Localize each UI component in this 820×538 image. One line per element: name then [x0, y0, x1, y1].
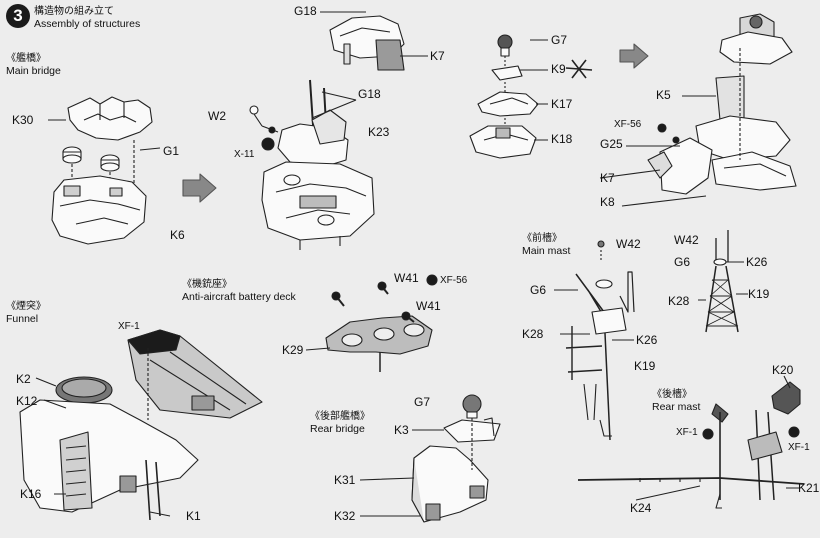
part-label-k28-main: K28 — [522, 327, 544, 341]
part-label-k18: K18 — [551, 132, 573, 146]
part-label-k16: K16 — [20, 487, 42, 501]
part-label-k9: K9 — [551, 62, 566, 76]
part-label-xf1-funnel: XF-1 — [118, 321, 140, 332]
section-main-mast: 《前檣》 Main mast — [522, 233, 571, 257]
part-label-k30: K30 — [12, 113, 34, 127]
section-main-bridge: 《艦橋》 Main bridge — [6, 53, 61, 77]
part-label-k26-right: K26 — [746, 255, 768, 269]
part-label-k28-right: K28 — [668, 294, 690, 308]
part-label-k2: K2 — [16, 372, 31, 386]
part-label-k12: K12 — [16, 394, 38, 408]
aa-deck-exploded — [305, 274, 438, 372]
part-label-xf1-rear-right: XF-1 — [788, 442, 810, 453]
part-label-k20: K20 — [772, 363, 794, 377]
step-title: 構造物の組み立て Assembly of structures — [34, 6, 140, 30]
part-label-k7-top: K7 — [430, 49, 445, 63]
part-label-w2: W2 — [208, 109, 226, 123]
part-label-k32: K32 — [334, 509, 356, 523]
part-k30-shape — [67, 96, 153, 141]
section-rear-mast: 《後檣》 Rear mast — [652, 389, 701, 413]
part-label-g6-right: G6 — [674, 255, 691, 269]
part-label-w41-top: W41 — [394, 271, 419, 285]
main-mast-exploded — [554, 240, 635, 441]
section-funnel: 《煙突》 Funnel — [6, 301, 46, 325]
part-label-k23: K23 — [368, 125, 390, 139]
part-label-w42-main: W42 — [616, 237, 641, 251]
part-label-k7-right: K7 — [600, 171, 615, 185]
director-exploded — [469, 34, 593, 159]
part-label-x11: X-11 — [234, 149, 255, 160]
part-label-k8: K8 — [600, 195, 615, 209]
part-label-g18-mid: G18 — [358, 87, 381, 101]
step-title-jp: 構造物の組み立て — [34, 6, 114, 17]
part-label-k19-right: K19 — [748, 287, 770, 301]
section-rear-bridge: 《後部艦橋》 Rear bridge — [310, 411, 370, 435]
rear-bridge-exploded — [359, 394, 501, 523]
part-label-k29: K29 — [282, 343, 304, 357]
part-label-g25: G25 — [600, 137, 623, 151]
part-label-w42-right: W42 — [674, 233, 699, 247]
part-label-k21: K21 — [798, 481, 820, 495]
part-label-k19-main: K19 — [634, 359, 656, 373]
part-label-g6-main: G6 — [530, 283, 547, 297]
part-label-xf56-top: XF-56 — [614, 119, 642, 130]
part-label-k3: K3 — [394, 423, 409, 437]
part-label-k26-main: K26 — [636, 333, 658, 347]
part-label-k17: K17 — [551, 97, 573, 111]
part-label-k24: K24 — [630, 501, 652, 515]
part-label-g7-rear: G7 — [414, 395, 431, 409]
step-number-badge: 3 — [6, 4, 30, 28]
step-arrow-1 — [182, 173, 217, 203]
part-label-k1: K1 — [186, 509, 201, 523]
part-label-g7-top: G7 — [551, 33, 568, 47]
main-bridge-exploded — [48, 96, 161, 245]
main-bridge-assembled — [249, 79, 375, 250]
part-label-k5: K5 — [656, 88, 671, 102]
part-label-k6: K6 — [170, 228, 185, 242]
part-label-w41-mid: W41 — [416, 299, 441, 313]
part-label-g18-top: G18 — [294, 4, 317, 18]
rear-mast-exploded — [577, 375, 805, 509]
part-label-xf1-rear-left: XF-1 — [676, 427, 698, 438]
upper-bridge-top — [320, 11, 428, 71]
part-label-xf56-aa: XF-56 — [440, 275, 468, 286]
step-title-en: Assembly of structures — [34, 18, 141, 30]
funnel-exploded — [19, 329, 263, 521]
lattice-mast-assembled — [698, 230, 748, 333]
step-arrow-2 — [619, 43, 649, 69]
part-label-g1: G1 — [163, 144, 180, 158]
right-bridge-assembled — [599, 13, 797, 207]
section-aa-deck: 《機銃座》 Anti-aircraft battery deck — [182, 279, 296, 303]
part-label-k31: K31 — [334, 473, 356, 487]
